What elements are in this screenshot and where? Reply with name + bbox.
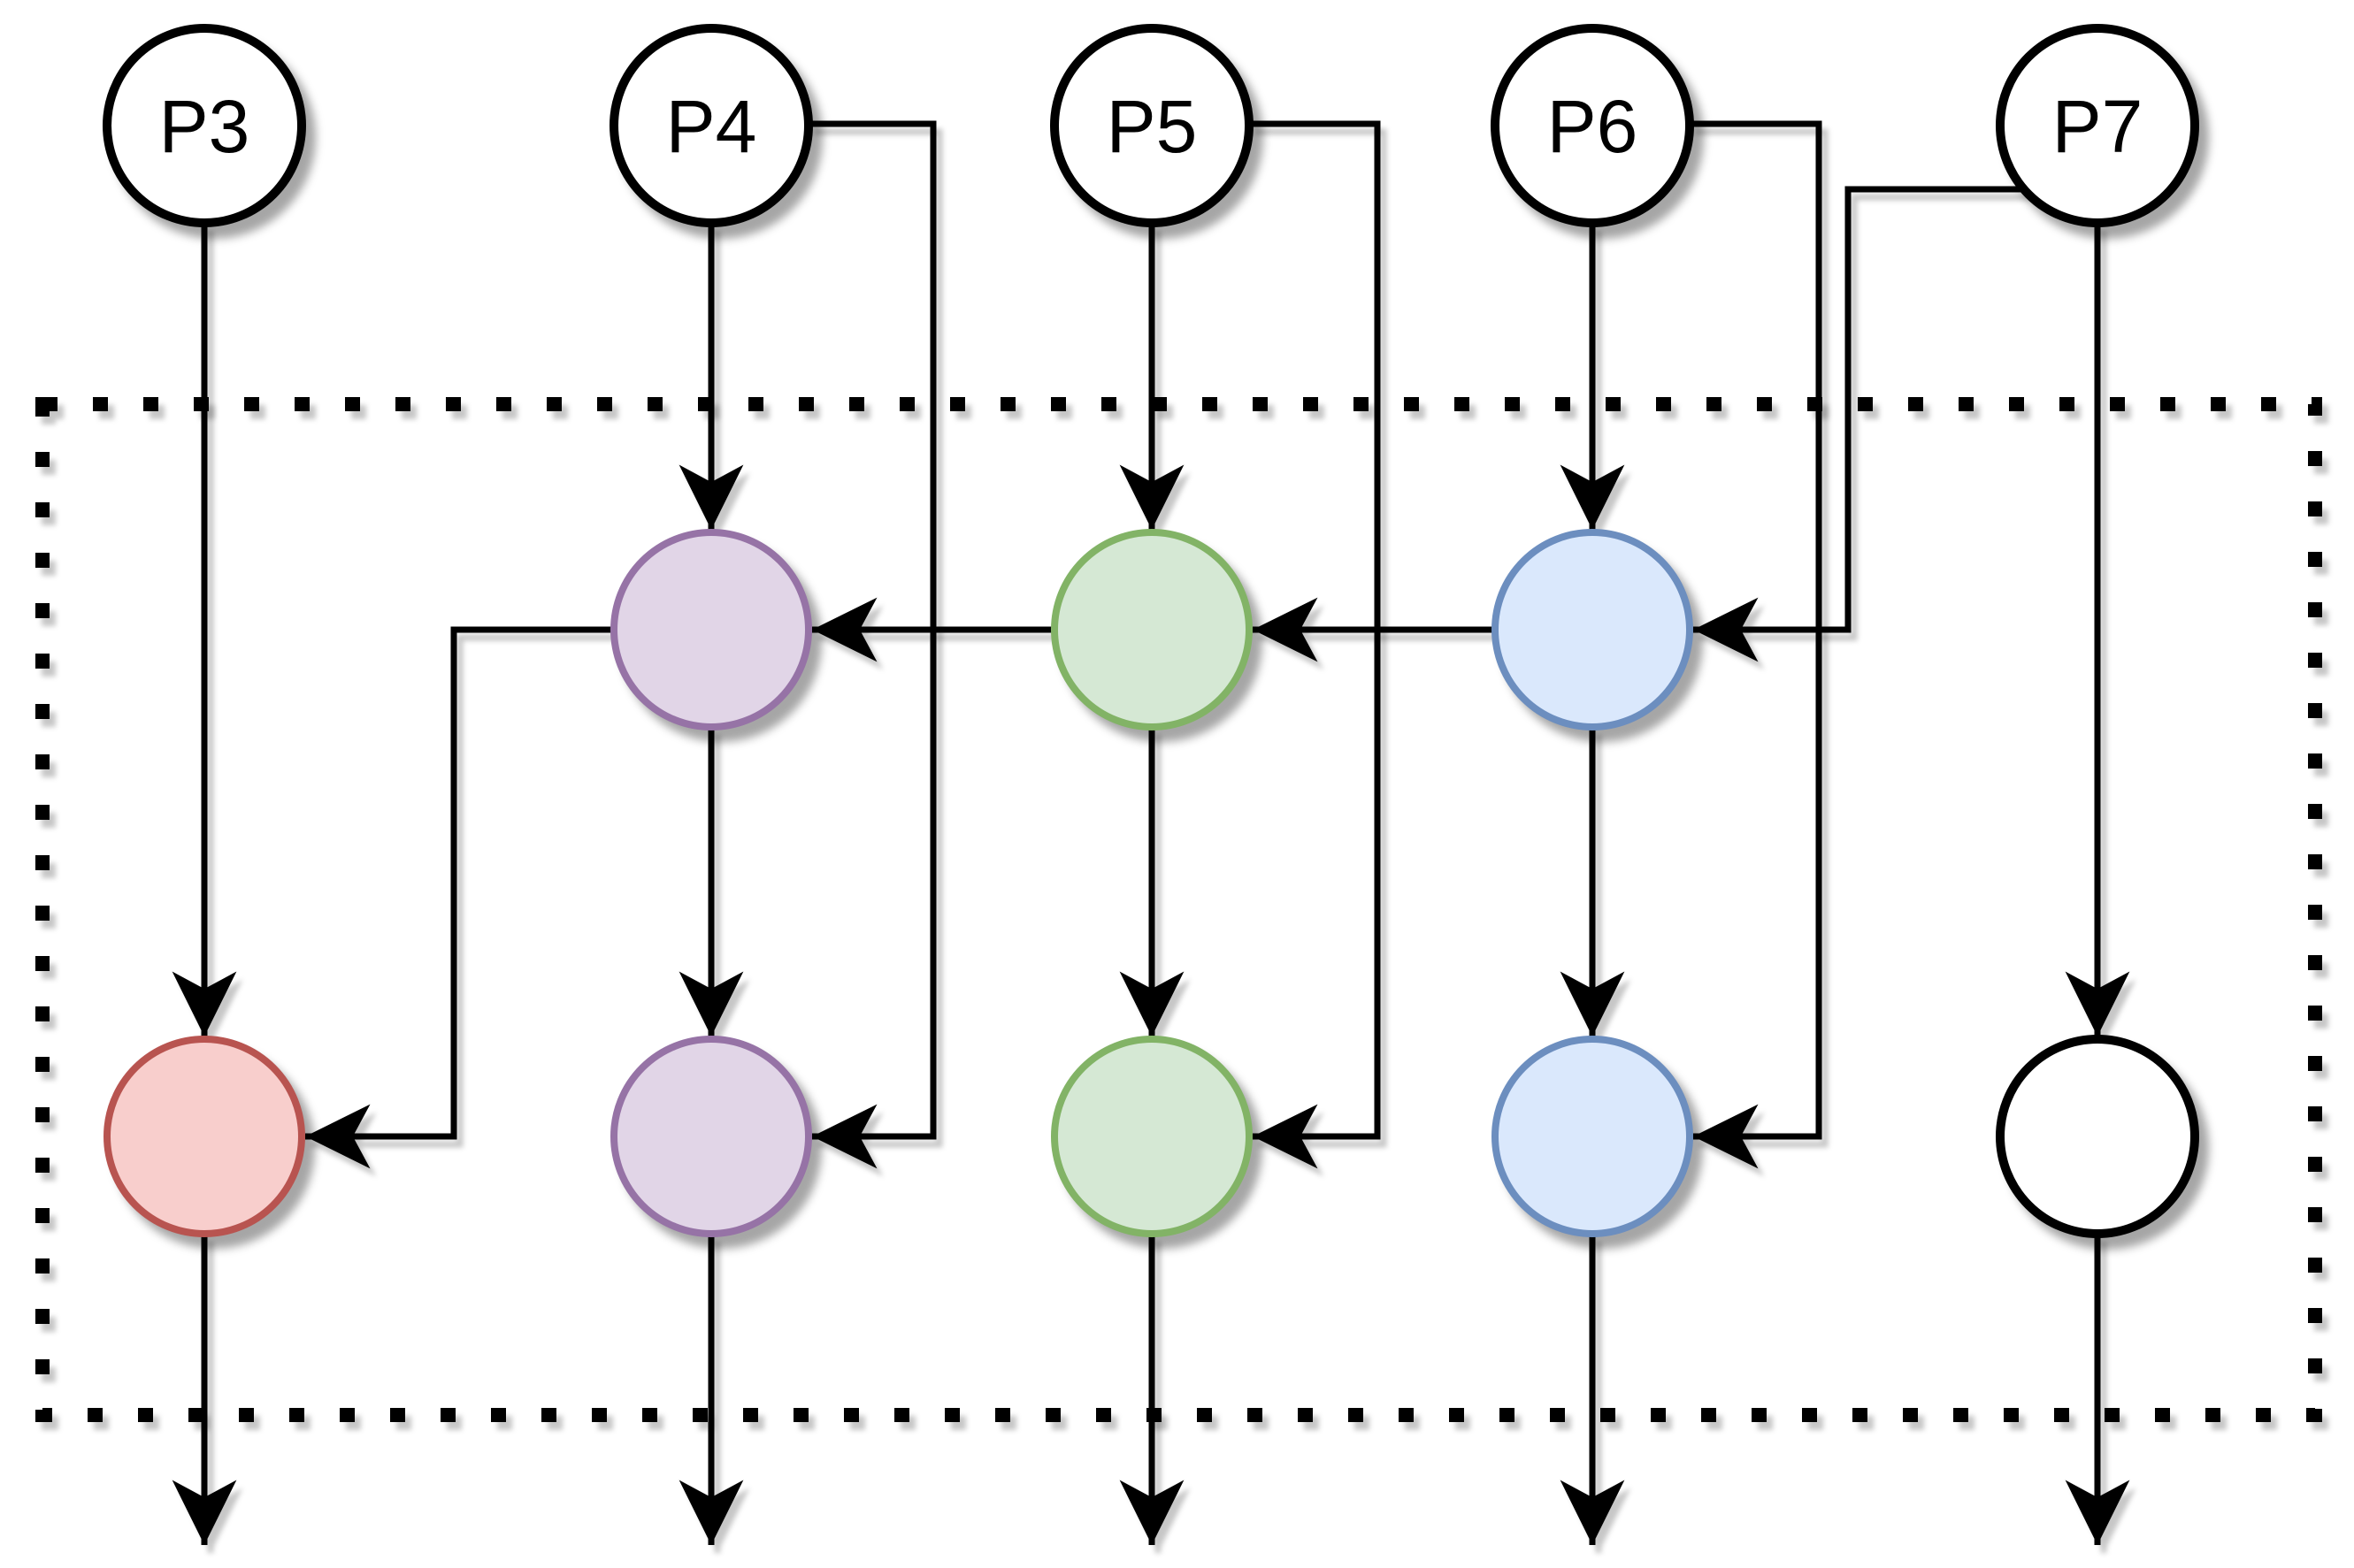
node-circle-stage2-green <box>1051 1036 1253 1237</box>
node-stage2-white <box>1996 1035 2199 1238</box>
node-stage2-red <box>104 1036 305 1237</box>
node-stage1-green <box>1051 529 1253 730</box>
nodes-layer: P3 P4 P5 P6 P7 <box>103 24 2199 1238</box>
node-p3: P3 <box>103 24 306 227</box>
node-label-p3: P3 <box>159 85 250 168</box>
node-p7: P7 <box>1996 24 2199 227</box>
node-p4: P4 <box>610 24 813 227</box>
edge-stage1-purple-to-stage2-red <box>305 626 614 1169</box>
node-circle-p5 <box>1050 24 1254 227</box>
node-circle-stage2-blue <box>1491 1036 1693 1237</box>
node-p5: P5 <box>1050 24 1254 227</box>
node-circle-stage1-green <box>1051 529 1253 730</box>
node-circle-p7 <box>1996 24 2199 227</box>
node-stage2-purple <box>610 1036 812 1237</box>
boundary-layer <box>35 397 2322 1422</box>
node-label-p6: P6 <box>1547 85 1638 168</box>
node-stage2-blue <box>1491 1036 1693 1237</box>
node-stage2-green <box>1051 1036 1253 1237</box>
node-circle-p6 <box>1491 24 1694 227</box>
node-label-p7: P7 <box>2052 85 2143 168</box>
node-circle-stage2-white <box>1996 1035 2199 1238</box>
node-label-p4: P4 <box>666 85 757 168</box>
node-circle-p3 <box>103 24 306 227</box>
node-label-p5: P5 <box>1107 85 1198 168</box>
node-circle-stage1-purple <box>610 529 812 730</box>
stage-boundary-dotted-box <box>35 397 2322 1422</box>
node-stage1-blue <box>1491 529 1693 730</box>
edges-layer <box>172 120 2130 1545</box>
node-circle-p4 <box>610 24 813 227</box>
node-stage1-purple <box>610 529 812 730</box>
node-circle-stage1-blue <box>1491 529 1693 730</box>
node-circle-stage2-red <box>104 1036 305 1237</box>
edge-p7-bypass-to-stage1-blue <box>1693 186 2026 662</box>
node-p6: P6 <box>1491 24 1694 227</box>
node-circle-stage2-purple <box>610 1036 812 1237</box>
